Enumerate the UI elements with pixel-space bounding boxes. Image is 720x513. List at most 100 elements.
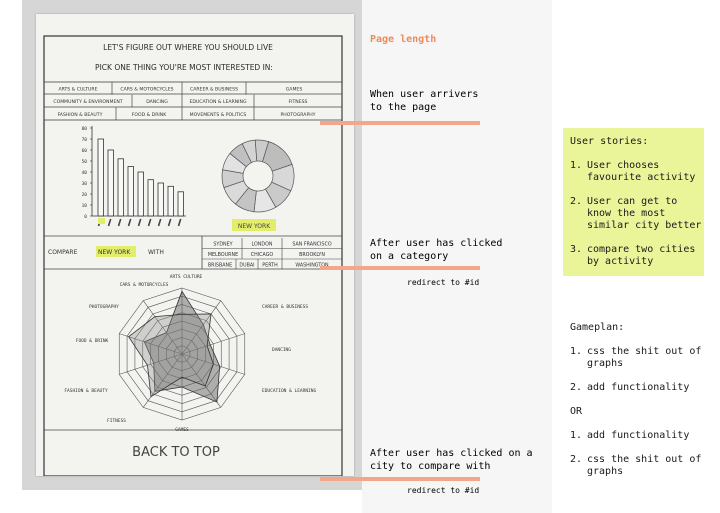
radar-label: FOOD & DRINK [76, 338, 109, 344]
bar-8 [177, 191, 184, 217]
bar-x-tick-label [107, 218, 112, 227]
radar-axis [119, 353, 183, 375]
bar-x-tick-label [127, 218, 132, 227]
radar-axis [119, 333, 183, 355]
category-dancing[interactable]: DANCING [146, 99, 168, 105]
pie-caption-highlight [232, 219, 276, 231]
bar-7 [167, 185, 174, 217]
radar-axis [181, 300, 222, 355]
bar-1 [107, 149, 114, 217]
user-story-item: 3.compare two cities by activity [570, 244, 696, 267]
gameplan-item: 1.add functionality [570, 430, 690, 441]
radar-axis [142, 300, 183, 355]
gameplan-list-1: 1.css the shit out of graphs 2.add functi… [570, 346, 715, 394]
category-food-drink[interactable]: FOOD & DRINK [132, 112, 167, 118]
gameplan-item: 1.css the shit out of graphs [570, 346, 702, 369]
radar-label: FITNESS [107, 418, 126, 424]
radar-label: ARTS CULTURE [170, 274, 203, 280]
note-after-category: After user has clicked on a category [370, 238, 503, 262]
bar-x-tick-label [167, 218, 172, 227]
user-stories-title: User stories: [570, 136, 649, 147]
gameplan-list-2: 1.add functionality 2.css the shit out of… [570, 430, 715, 478]
category-career-business[interactable]: CAREER & BUSINESS [190, 87, 238, 93]
compare-row-frame [44, 235, 342, 270]
sketch-frame [43, 35, 343, 476]
radar-label: DANCING [272, 347, 291, 353]
city-london[interactable]: LONDON [252, 242, 273, 248]
bar-y-tick: 60 [82, 148, 88, 154]
bar-highlighted-tick [98, 218, 105, 224]
section-divider-2 [320, 266, 480, 270]
bar-0 [97, 138, 104, 217]
bar-x-tick-label [157, 218, 162, 227]
city-melbourne[interactable]: MELBOURNE [208, 252, 238, 258]
city-brooklyn[interactable]: BROOKLYN [299, 252, 325, 258]
city-dubai[interactable]: DUBAI [239, 263, 254, 269]
bar-y-tick: 10 [82, 203, 88, 209]
note-arrive: When user arrivers to the page [370, 89, 479, 113]
bar-x-tick-label [177, 218, 182, 227]
category-grid [43, 81, 343, 121]
bar-x-tick-label [137, 218, 142, 227]
pie-caption: NEW YORK [238, 223, 271, 230]
compare-prefix: COMPARE [48, 249, 78, 256]
city-san-francisco[interactable]: SAN FRANCISCO [292, 242, 331, 248]
bar-5 [147, 179, 154, 217]
radar-axis [142, 353, 183, 408]
radar-label: CAREER & BUSINESS [262, 304, 308, 310]
section-divider-3 [320, 477, 480, 481]
user-story-item: 1.User chooses favourite activity [570, 160, 696, 183]
compare-city: NEW YORK [98, 249, 131, 256]
category-games[interactable]: GAMES [286, 87, 303, 93]
category-community-environment[interactable]: COMMUNITY & ENVIRONMENT [53, 99, 122, 105]
gameplan-item: 2.css the shit out of graphs [570, 454, 702, 477]
pie-slice-10 [254, 139, 270, 163]
redirect-note-2: redirect to #id [407, 486, 480, 495]
annotation-column: Page length When user arrivers to the pa… [320, 0, 552, 513]
back-to-top[interactable]: BACK TO TOP [132, 445, 220, 460]
bar-3 [127, 166, 134, 217]
bar-y-tick: 40 [82, 170, 88, 176]
bar-4 [137, 171, 144, 217]
radar-label: EDUCATION & LEARNING [262, 388, 316, 394]
city-sydney[interactable]: SYDNEY [213, 242, 232, 248]
bar-2 [117, 158, 124, 217]
category-cars-motorcycles[interactable]: CARS & MOTORCYCLES [120, 87, 173, 93]
compare-suffix: WITH [148, 249, 164, 256]
bar-x-tick-label [147, 218, 152, 227]
radar-axis [181, 353, 222, 408]
category-fitness[interactable]: FITNESS [289, 99, 308, 105]
gameplan-item: 2.add functionality [570, 382, 690, 393]
category-arts-culture[interactable]: ARTS & CULTURE [59, 87, 98, 93]
category-fashion-beauty[interactable]: FASHION & BEAUTY [58, 112, 103, 118]
category-education-learning[interactable]: EDUCATION & LEARNING [189, 99, 247, 105]
pie-chart [221, 139, 295, 213]
city-brisbane[interactable]: BRISBANE [208, 263, 232, 269]
city-chicago[interactable]: CHICAGO [251, 252, 274, 258]
category-movements-politics[interactable]: MOVEMENTS & POLITICS [190, 112, 247, 118]
radar-label: FASHION & BEAUTY [64, 388, 108, 394]
redirect-note-1: redirect to #id [407, 278, 480, 287]
page-length-label: Page length [370, 34, 437, 45]
city-washington[interactable]: WASHINGTON [295, 263, 329, 269]
category-labels: ARTS & CULTURE CARS & MOTORCYCLES CAREER &… [53, 82, 316, 121]
bar-y-tick: 50 [82, 159, 88, 165]
user-stories-list: 1.User chooses favourite activity 2.User … [570, 148, 704, 268]
radar-label: PHOTOGRAPHY [89, 304, 119, 310]
note-after-city: After user has clicked on a city to comp… [370, 448, 533, 472]
paper-sheet: LET'S FIGURE OUT WHERE YOU SHOULD LIVE P… [36, 14, 354, 476]
radar-axis [181, 333, 245, 355]
radar-chart: ARTS CULTURE CAREER & BUSINESS DANCING EDUC… [64, 274, 316, 433]
user-stories-note: User stories: 1.User chooses favourite a… [563, 128, 704, 276]
bar-y-tick: 20 [82, 192, 88, 198]
sketch-drawing: LET'S FIGURE OUT WHERE YOU SHOULD LIVE P… [43, 35, 343, 476]
user-story-item: 2.User can get to know the most similar … [570, 196, 702, 231]
city-perth[interactable]: PERTH [262, 263, 278, 269]
bar-y-tick: 80 [82, 126, 88, 132]
compare-city-highlight [96, 246, 136, 257]
bar-y-tick: 0 [84, 214, 87, 220]
bar-y-tick: 70 [82, 137, 88, 143]
category-photography[interactable]: PHOTOGRAPHY [280, 112, 315, 118]
